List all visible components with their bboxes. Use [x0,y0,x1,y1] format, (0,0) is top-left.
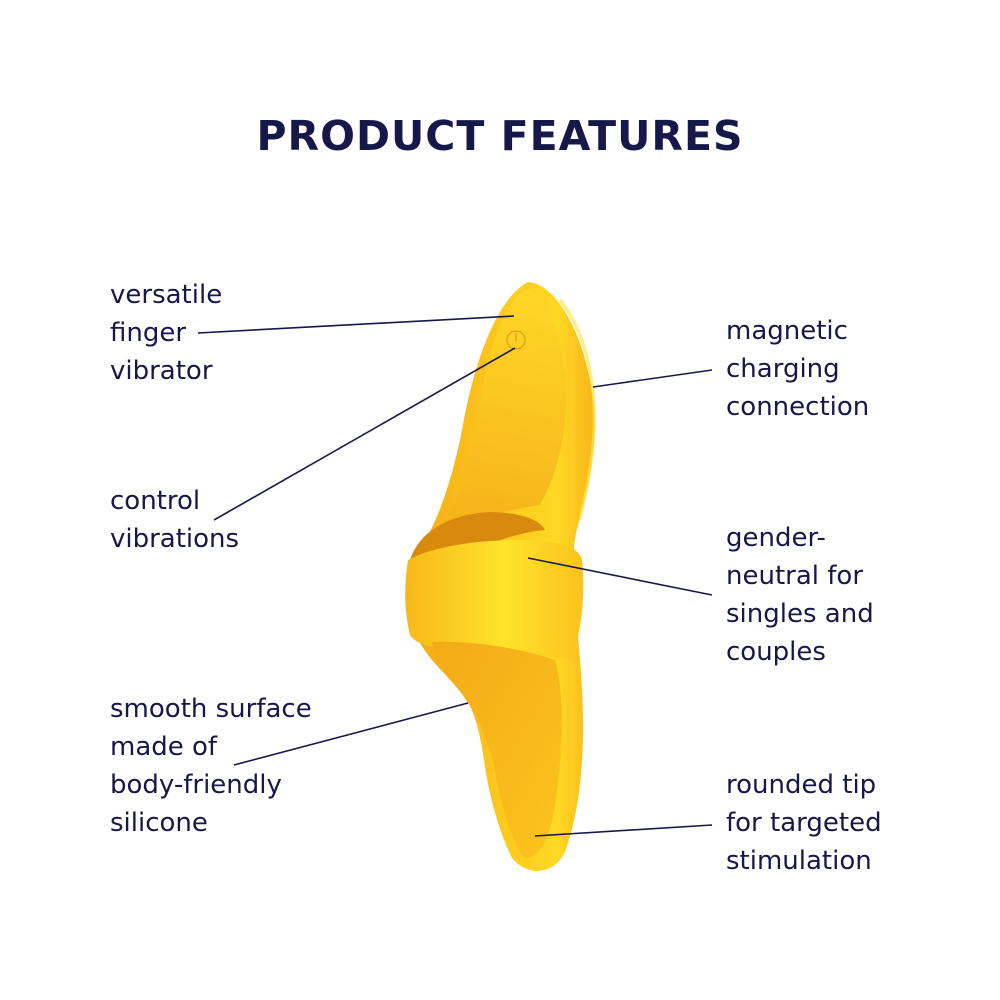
feature-line: connection [726,392,870,422]
feature-line: smooth surface [110,694,312,724]
feature-rounded-tip: rounded tip for targeted stimulation [726,766,882,880]
feature-line: vibrator [110,356,213,386]
feature-line: couples [726,637,826,667]
leader-line-smooth [233,702,469,766]
feature-versatile-finger-vibrator: versatile finger vibrator [110,276,222,390]
leader-lines [197,315,713,837]
leader-line-magnetic [592,369,713,388]
leader-line-rounded [534,824,713,837]
feature-line: body-friendly [110,770,282,800]
feature-line: vibrations [110,524,240,554]
product-top-surface [442,290,567,528]
feature-line: rounded tip [726,770,877,800]
feature-line: for targeted [726,808,882,838]
leader-line-gender [527,557,713,596]
product-sleeve [405,540,584,660]
feature-line: singles and [726,599,874,629]
page-title: PRODUCT FEATURES [256,112,744,160]
feature-line: gender- [726,523,826,553]
leader-line-versatile [197,315,515,334]
feature-line: magnetic [726,316,848,346]
feature-gender-neutral: gender- neutral for singles and couples [726,519,874,671]
feature-smooth-surface: smooth surface made of body-friendly sil… [110,690,312,842]
product-tip-surface [432,641,562,859]
leader-line-control [213,347,516,521]
product-image [405,282,596,871]
feature-magnetic-charging: magnetic charging connection [726,312,869,426]
feature-line: charging [726,354,840,384]
feature-line: made of [110,732,218,762]
product-edge-highlight [558,299,596,521]
power-button-icon [506,330,526,350]
feature-control-vibrations: control vibrations [110,482,239,558]
feature-line: neutral for [726,561,864,591]
feature-line: control [110,486,201,516]
feature-line: versatile [110,280,223,310]
feature-line: finger [110,318,187,348]
feature-line: stimulation [726,846,872,876]
feature-line: silicone [110,808,208,838]
